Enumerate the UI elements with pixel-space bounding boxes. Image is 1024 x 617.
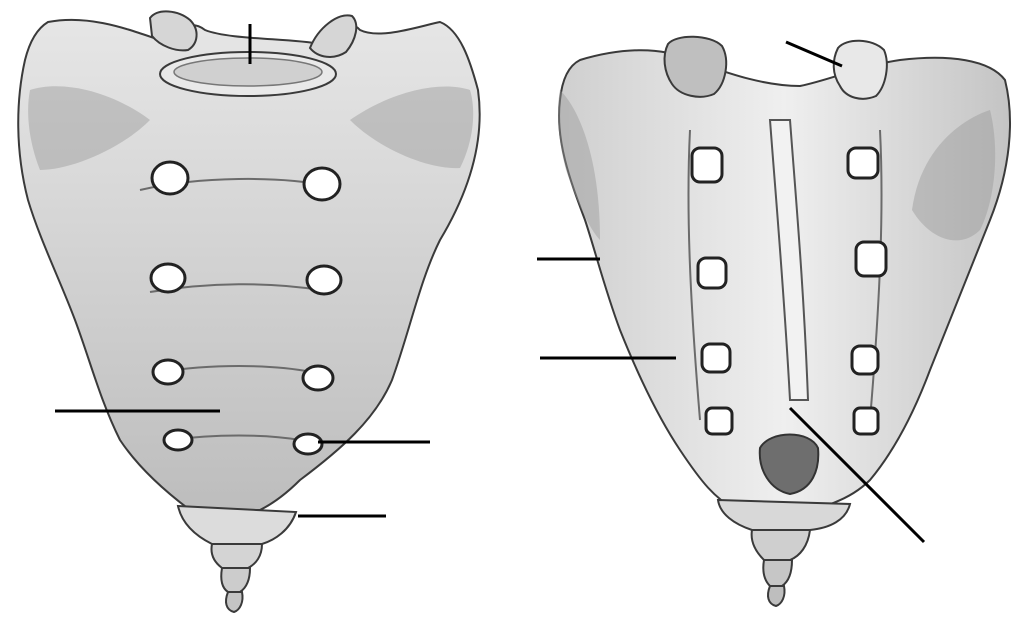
anterior-foramen-r4 <box>294 434 322 454</box>
anterior-foramen-r2 <box>307 266 341 294</box>
anterior-foramen-l1 <box>152 162 188 194</box>
anterior-foramen-l4 <box>164 430 192 450</box>
anterior-foramen-r3 <box>303 366 333 390</box>
coccyx-anterior <box>178 506 296 612</box>
promontory-inner <box>174 58 322 86</box>
posterior-view <box>558 37 1010 606</box>
posterior-foramen-l4 <box>706 408 732 434</box>
anterior-foramen-r1 <box>304 168 340 200</box>
anterior-foramen-l2 <box>151 264 185 292</box>
posterior-foramen-r2 <box>856 242 886 276</box>
posterior-foramen-r3 <box>852 346 878 374</box>
posterior-left-articular-process <box>665 37 727 97</box>
leader-line-articular-process <box>786 42 842 66</box>
posterior-foramen-l1 <box>692 148 722 182</box>
anterior-view <box>18 11 479 612</box>
posterior-foramen-l3 <box>702 344 730 372</box>
anterior-foramen-l3 <box>153 360 183 384</box>
posterior-foramen-r4 <box>854 408 878 434</box>
coccyx-posterior <box>718 500 850 606</box>
posterior-foramen-l2 <box>698 258 726 288</box>
posterior-right-articular-process <box>834 41 887 99</box>
posterior-foramen-r1 <box>848 148 878 178</box>
